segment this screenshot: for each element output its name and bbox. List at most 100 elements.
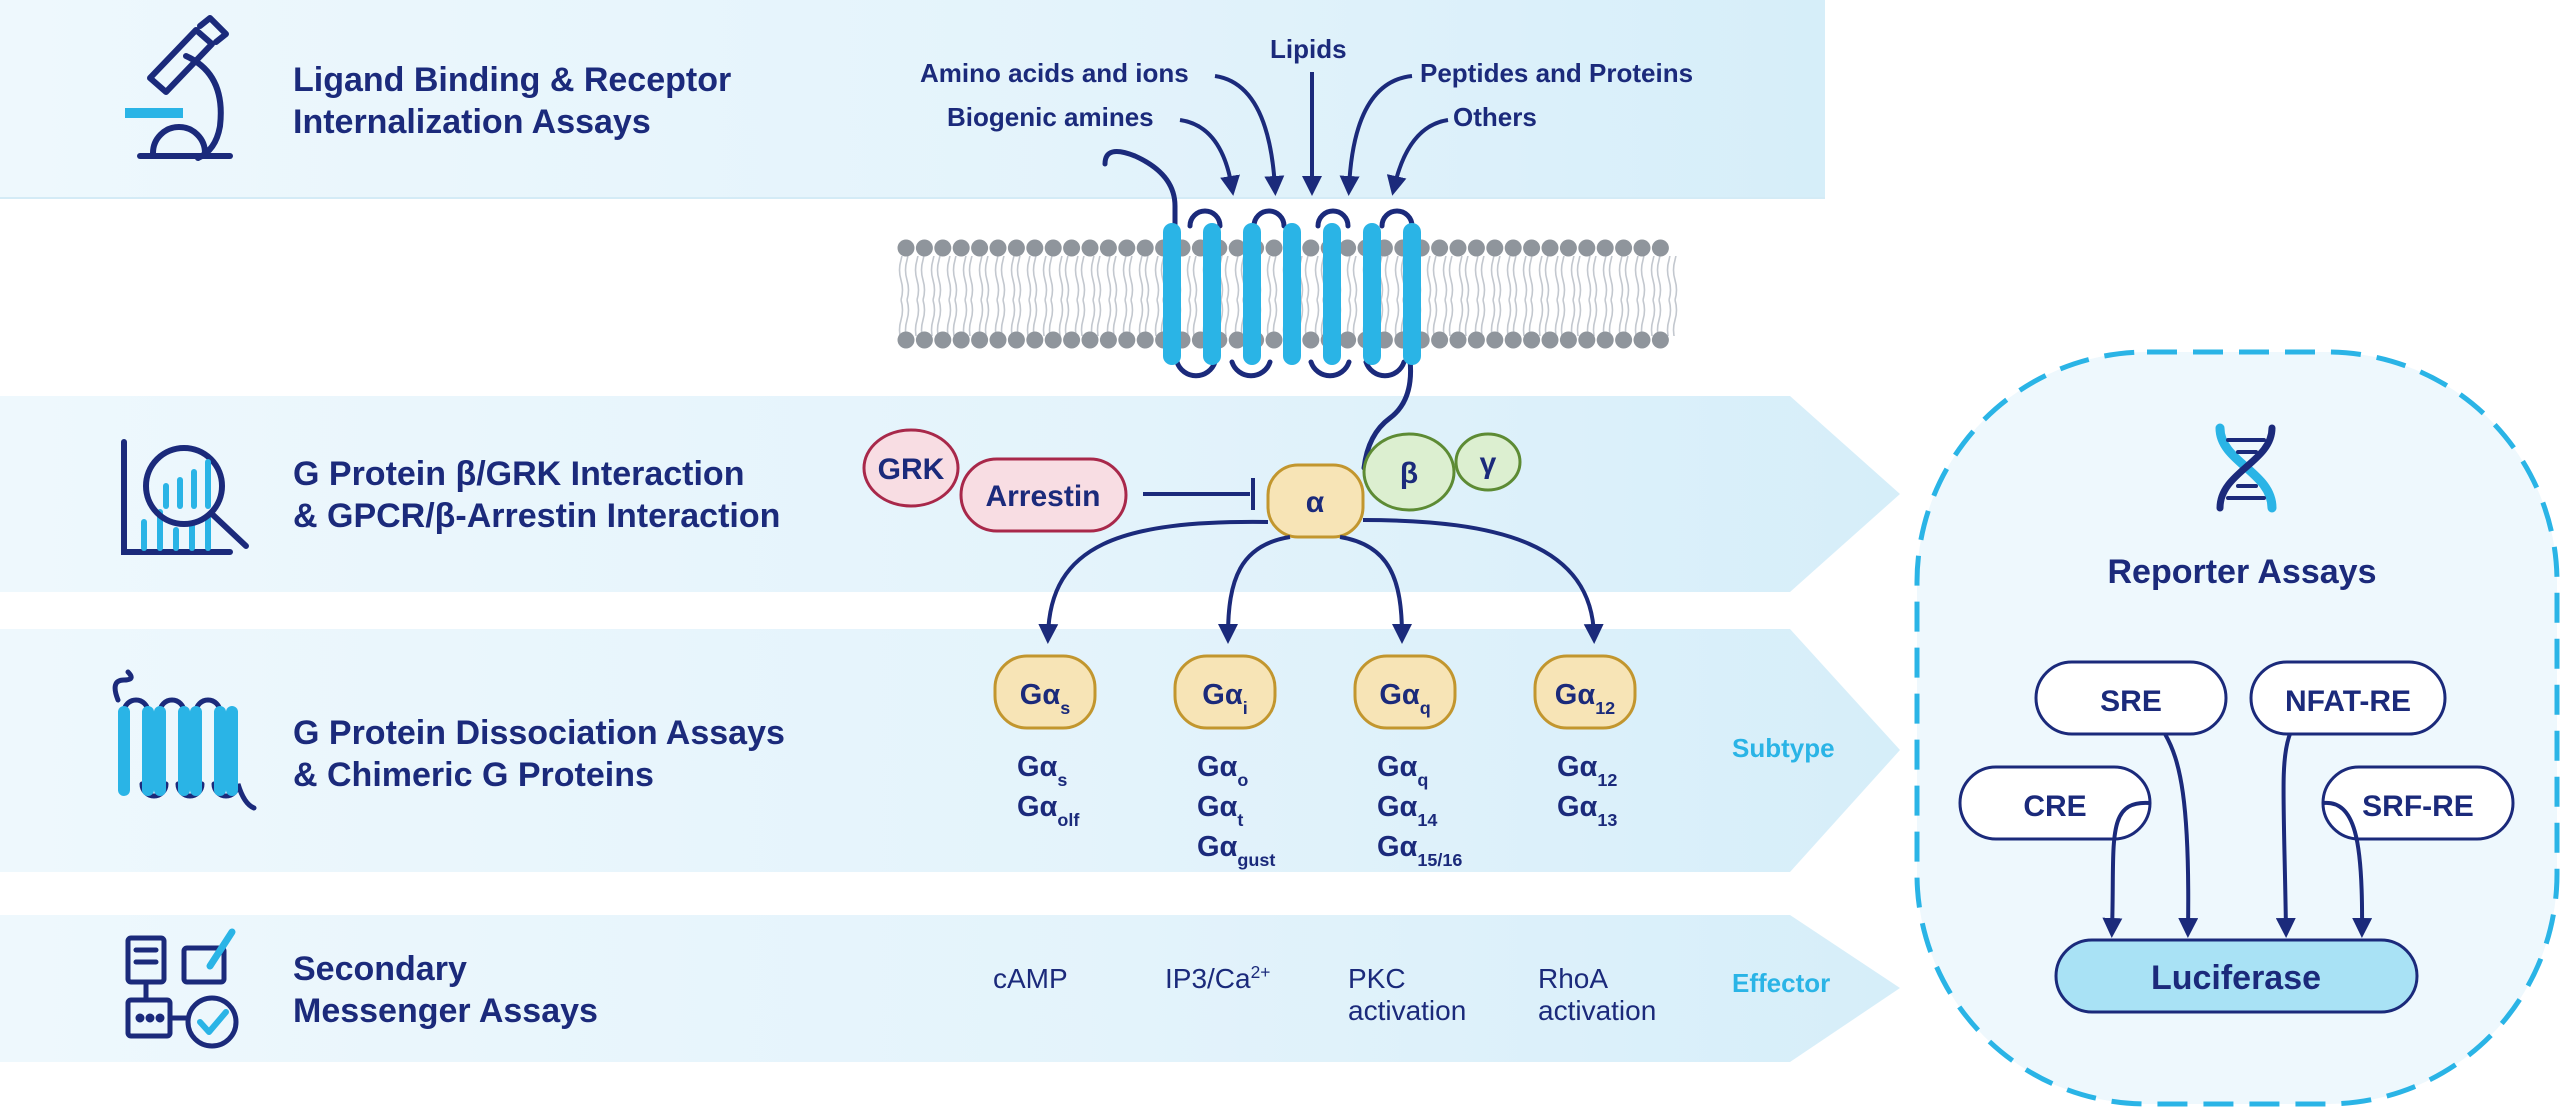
lipid-head (915, 239, 933, 257)
reporter-title: Reporter Assays (2108, 553, 2377, 591)
g-gamma-label: γ (1480, 447, 1497, 480)
lipid-head (1559, 239, 1577, 257)
lipid-head (897, 239, 915, 257)
lipid-head (1541, 331, 1559, 349)
reporter-element-srf-re: SRF-RE (2321, 765, 2515, 841)
lipid-head (1467, 331, 1485, 349)
lipid-head (1523, 239, 1541, 257)
lipid-head (1504, 331, 1522, 349)
effector-line1: PKC (1348, 963, 1406, 994)
ligand-lipids: Lipids (1270, 34, 1347, 64)
lipid-head (915, 331, 933, 349)
subtype-arrows (1038, 518, 1604, 644)
row-label-dissociation: G Protein Dissociation Assays & Chimeric… (293, 714, 785, 794)
subtype-group: GαsGαsGαolfGαiGαoGαtGαgustGαqGαqGα14Gα15… (993, 654, 1637, 870)
subtype-node-label: Gα12 (1555, 679, 1615, 718)
subtype-node-label: Gαs (1020, 679, 1070, 718)
lipid-head (971, 331, 989, 349)
lipid-head (1467, 239, 1485, 257)
subtype-node-label: Gαq (1379, 679, 1430, 718)
lipid-head (1007, 331, 1025, 349)
lipid-head (1615, 239, 1633, 257)
lipid-head (1431, 239, 1449, 257)
lipid-head (1099, 239, 1117, 257)
lipid-head (1449, 331, 1467, 349)
lipid-head (1486, 239, 1504, 257)
lipid-head (897, 331, 915, 349)
lipid-head (934, 239, 952, 257)
lipid-head (1099, 331, 1117, 349)
dna-icon (2215, 423, 2277, 513)
effector-label: Effector (1732, 968, 1830, 998)
lipid-head (1081, 239, 1099, 257)
lipid-head (1118, 239, 1136, 257)
reporter-arrows (2102, 733, 2373, 938)
g-alpha-label: α (1306, 486, 1325, 519)
lipid-head (1486, 331, 1504, 349)
lipid-head (1026, 239, 1044, 257)
subtype-node (1173, 654, 1277, 730)
lipid-head (1596, 331, 1614, 349)
lipid-head (1596, 239, 1614, 257)
lipid-head (1265, 239, 1283, 257)
row-title-line2: & GPCR/β-Arrestin Interaction (293, 497, 780, 535)
lipid-head (989, 331, 1007, 349)
row-title-line2: Messenger Assays (293, 992, 598, 1030)
lipid-head (1449, 239, 1467, 257)
lipid-head (1651, 239, 1669, 257)
lipid-head (1633, 331, 1651, 349)
subtype-member: Gαgust (1197, 831, 1275, 870)
lipid-head (952, 331, 970, 349)
row-title-line1: G Protein Dissociation Assays (293, 714, 785, 752)
lipid-head (1136, 331, 1154, 349)
lipid-head (1044, 331, 1062, 349)
subtype-node (1533, 654, 1637, 730)
svg-text:CRE: CRE (2023, 790, 2086, 823)
row-label-gprotein: G Protein β/GRK Interaction & GPCR/β-Arr… (293, 455, 780, 535)
magnifier-chart-icon (121, 439, 249, 555)
svg-text:NFAT-RE: NFAT-RE (2285, 685, 2411, 718)
lipid-head (1615, 331, 1633, 349)
grk-label: GRK (878, 453, 945, 486)
arrestin-label: Arrestin (985, 480, 1100, 513)
lipid-head (1523, 331, 1541, 349)
luciferase-node: Luciferase (2054, 938, 2419, 1014)
row-title-line1: G Protein β/GRK Interaction (293, 455, 744, 493)
ligand-labels: Amino acids and ions Lipids Peptides and… (920, 34, 1693, 132)
subtype-member: Gαolf (1017, 791, 1080, 830)
effector-line2: activation (1348, 995, 1466, 1026)
lipid-head (1504, 239, 1522, 257)
subtype-member: Gα13 (1557, 791, 1617, 830)
lipid-head (1578, 331, 1596, 349)
reporter-element-nfat-re: NFAT-RE (2249, 660, 2447, 736)
subtype-node (1353, 654, 1457, 730)
row-title-line2: Internalization Assays (293, 103, 651, 141)
lipid-head (1302, 331, 1320, 349)
lipid-head (1633, 239, 1651, 257)
subtype-member: Gα15/16 (1377, 831, 1462, 870)
lipid-head (952, 239, 970, 257)
effector-line2: activation (1538, 995, 1656, 1026)
lipid-head (1578, 239, 1596, 257)
row-label-ligand: Ligand Binding & Receptor Internalizatio… (293, 61, 731, 141)
ligand-arrows (1179, 72, 1449, 196)
reporter-element-sre: SRE (2034, 660, 2228, 736)
lipid-head (1339, 239, 1357, 257)
subtype-member: Gα12 (1557, 751, 1617, 790)
svg-text:SRE: SRE (2100, 685, 2162, 718)
row-band-ligand (0, 0, 1825, 199)
g-alpha-node: α (1266, 463, 1365, 539)
lipid-head (934, 331, 952, 349)
subtype-node-label: Gαi (1202, 679, 1247, 718)
gpcr-receptor (1102, 149, 1421, 471)
lipid-head (1026, 331, 1044, 349)
lipid-head (1228, 331, 1246, 349)
arrestin-inhibition (1143, 478, 1255, 510)
lipid-head (1339, 331, 1357, 349)
